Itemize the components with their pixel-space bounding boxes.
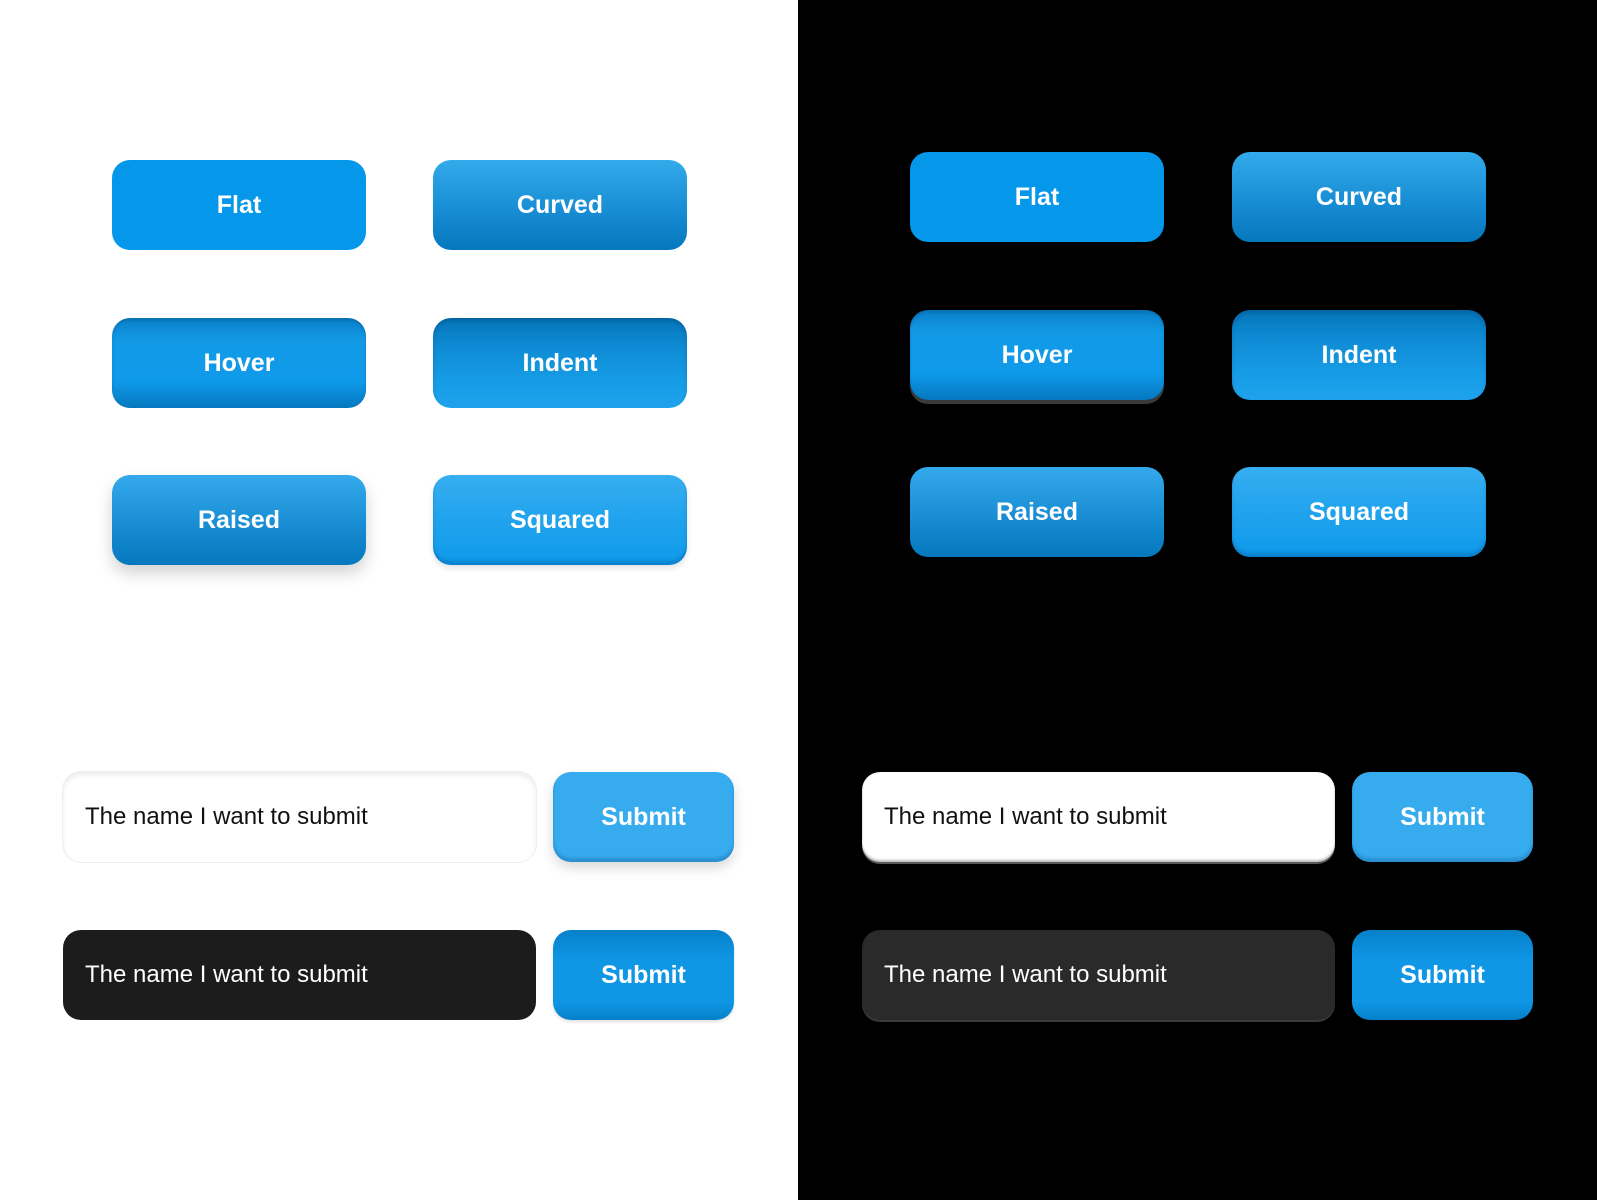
dark-theme-panel: Flat Curved Hover Indent Raised Squared …	[798, 0, 1597, 1200]
submit-button[interactable]: Submit	[553, 930, 734, 1020]
submit-button[interactable]: Submit	[1352, 930, 1533, 1020]
indent-button[interactable]: Indent	[433, 318, 687, 408]
raised-button[interactable]: Raised	[910, 467, 1164, 557]
submit-button[interactable]: Submit	[553, 772, 734, 862]
flat-button[interactable]: Flat	[112, 160, 366, 250]
curved-button[interactable]: Curved	[1232, 152, 1486, 242]
light-theme-panel: Flat Curved Hover Indent Raised Squared …	[0, 0, 798, 1200]
hover-button[interactable]: Hover	[112, 318, 366, 408]
name-input-light[interactable]: The name I want to submit	[63, 772, 536, 862]
curved-button[interactable]: Curved	[433, 160, 687, 250]
raised-button[interactable]: Raised	[112, 475, 366, 565]
name-input-dark[interactable]: The name I want to submit	[63, 930, 536, 1020]
squared-button[interactable]: Squared	[433, 475, 687, 565]
name-input-light[interactable]: The name I want to submit	[862, 772, 1335, 862]
squared-button[interactable]: Squared	[1232, 467, 1486, 557]
indent-button[interactable]: Indent	[1232, 310, 1486, 400]
submit-button[interactable]: Submit	[1352, 772, 1533, 862]
name-input-dark[interactable]: The name I want to submit	[862, 930, 1335, 1020]
hover-button[interactable]: Hover	[910, 310, 1164, 400]
flat-button[interactable]: Flat	[910, 152, 1164, 242]
